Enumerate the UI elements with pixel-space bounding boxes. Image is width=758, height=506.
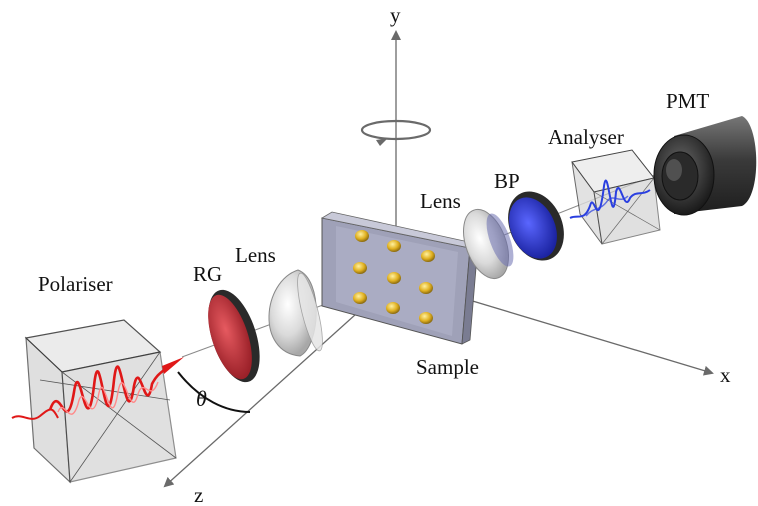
rg-label: RG [193, 262, 222, 286]
gold-disk [353, 262, 367, 274]
z-axis-label: z [194, 483, 203, 506]
gold-disk [386, 302, 400, 314]
laser-beam [11, 357, 184, 420]
theta-arc [177, 371, 251, 413]
pmt-detector [653, 116, 757, 216]
pmt-label: PMT [666, 89, 709, 113]
bp-filter [508, 191, 564, 261]
gold-disk [419, 282, 433, 294]
rg-filter [208, 289, 260, 383]
polariser-cube [24, 319, 177, 484]
sample-label: Sample [416, 355, 479, 379]
theta-label: θ [196, 386, 207, 411]
lens-right-label: Lens [420, 189, 461, 213]
analyser-label: Analyser [548, 125, 624, 149]
lens-left-label: Lens [235, 243, 276, 267]
gold-disk [387, 240, 401, 252]
analyser-wave [569, 179, 651, 219]
polariser-label: Polariser [38, 272, 113, 296]
gold-disk [421, 250, 435, 262]
lens-right [463, 208, 514, 280]
rotation-arrow-icon [360, 119, 432, 146]
bp-label: BP [494, 169, 520, 193]
gold-disk [353, 292, 367, 304]
gold-disk [387, 272, 401, 284]
x-axis-label: x [720, 363, 731, 387]
gold-disk [419, 312, 433, 324]
labels: y x z PMT Analyser BP Lens Lens RG Polar… [38, 3, 731, 506]
nanostructure-array [353, 230, 435, 324]
gold-disk [355, 230, 369, 242]
beam-arrowhead [162, 357, 184, 374]
lens-left [268, 269, 323, 357]
y-axis-label: y [390, 3, 401, 27]
